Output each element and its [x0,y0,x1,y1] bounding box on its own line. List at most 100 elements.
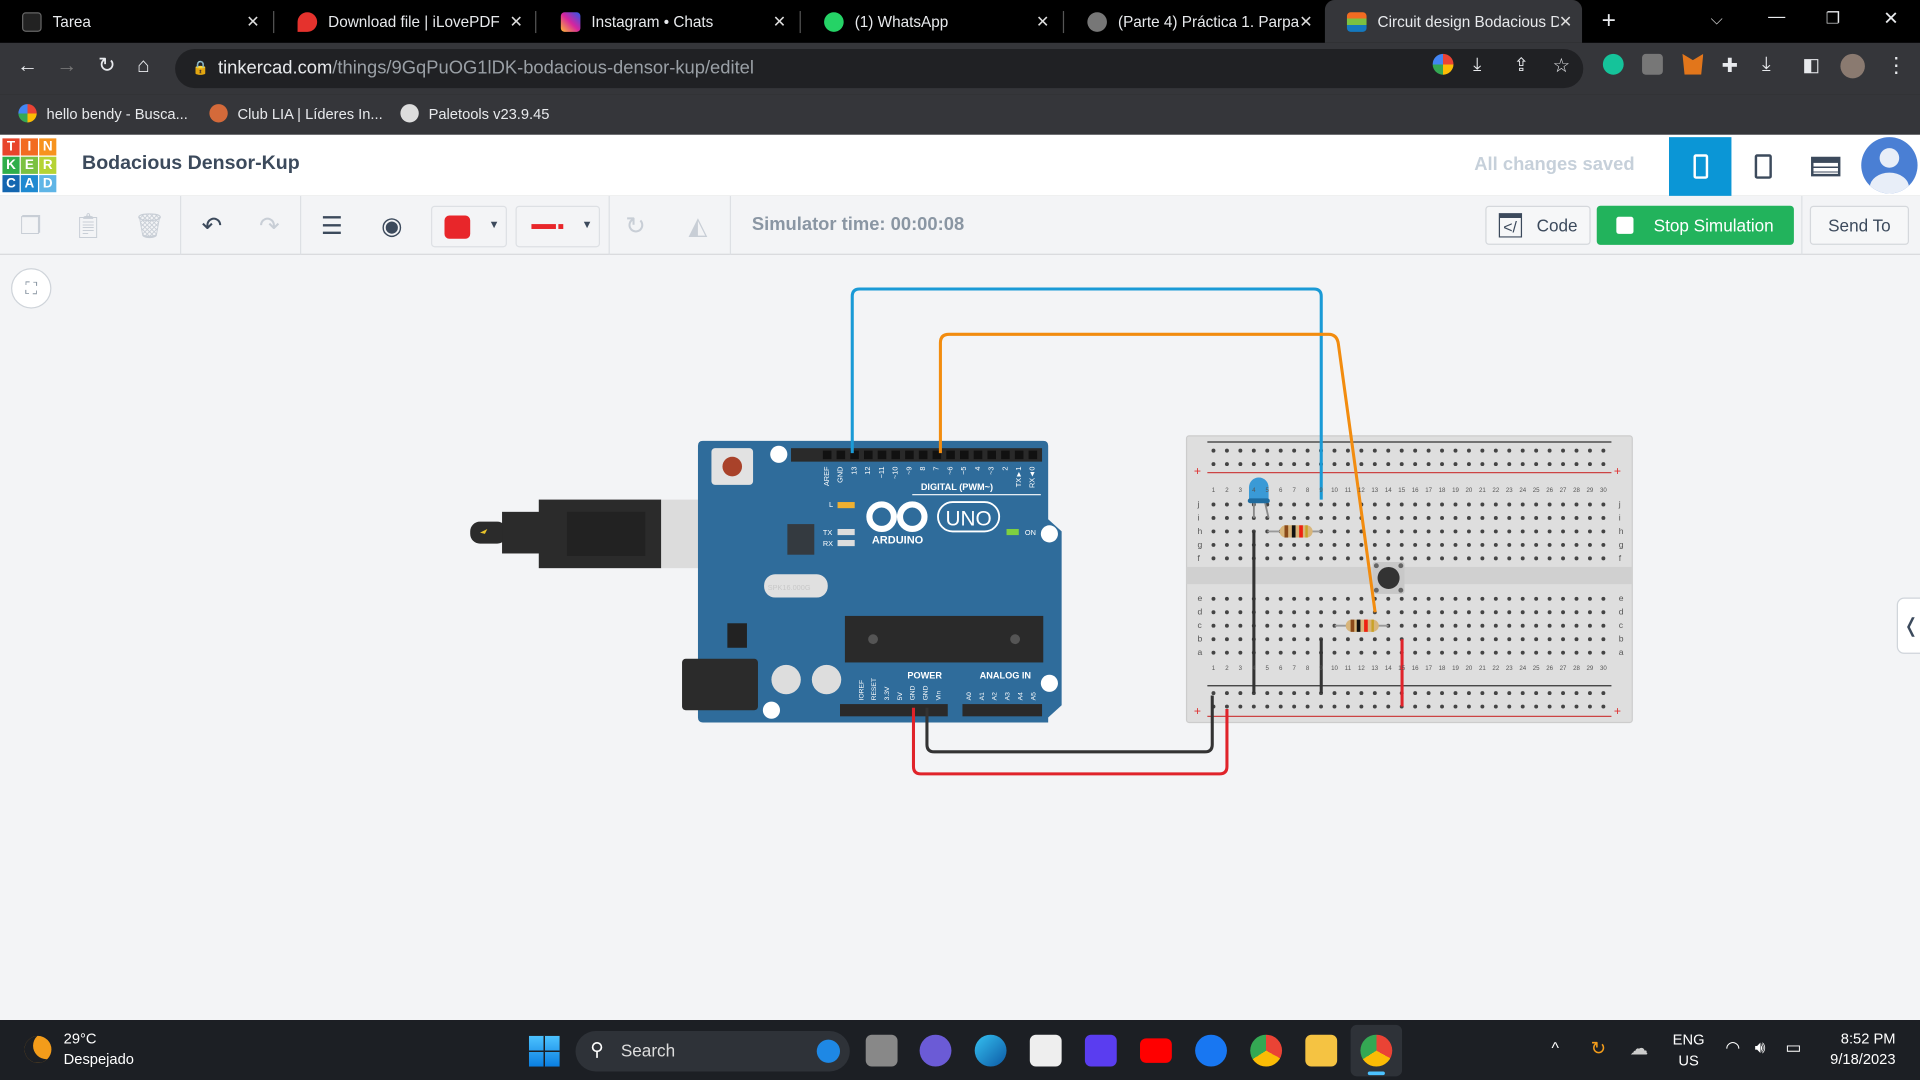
breadboard-hole[interactable] [1413,610,1418,615]
breadboard-hole[interactable] [1466,596,1471,601]
breadboard-hole[interactable] [1224,462,1229,467]
header-pin[interactable] [932,450,942,460]
breadboard-hole[interactable] [1480,610,1485,615]
breadboard-hole[interactable] [1587,691,1592,696]
breadboard-hole[interactable] [1413,516,1418,520]
breadboard-hole[interactable] [1292,542,1297,547]
breadboard-hole[interactable] [1507,623,1512,628]
breadboard-hole[interactable] [1305,650,1310,655]
breadboard-hole[interactable] [1211,637,1216,642]
breadboard-hole[interactable] [1372,529,1377,534]
breadboard-hole[interactable] [1493,502,1498,507]
bookmark-paletools[interactable]: Paletools v23.9.45 [400,104,549,123]
breadboard-hole[interactable] [1440,529,1445,534]
breadboard-hole[interactable] [1345,462,1350,467]
breadboard-hole[interactable] [1332,704,1337,709]
header-pin[interactable] [905,450,914,460]
breadboard-hole[interactable] [1561,502,1566,507]
breadboard-hole[interactable] [1561,542,1566,547]
breadboard-hole[interactable] [1345,610,1350,615]
breadboard-hole[interactable] [1426,637,1431,642]
breadboard-hole[interactable] [1211,596,1216,601]
breadboard-hole[interactable] [1493,610,1498,615]
breadboard-hole[interactable] [1278,542,1283,547]
breadboard-hole[interactable] [1224,556,1229,561]
back-icon[interactable]: ← [17,53,38,78]
breadboard-hole[interactable] [1359,691,1364,696]
file-explorer-icon[interactable] [1305,1034,1338,1067]
breadboard-hole[interactable] [1345,691,1350,696]
breadboard-hole[interactable] [1466,637,1471,642]
rotate-icon[interactable]: ↻ [625,212,646,240]
breadboard-hole[interactable] [1466,502,1471,507]
breadboard-hole[interactable] [1426,542,1431,547]
breadboard-hole[interactable] [1345,637,1350,642]
breadboard-hole[interactable] [1547,556,1552,561]
breadboard-hole[interactable] [1440,556,1445,561]
breadboard-hole[interactable] [1305,542,1310,547]
breadboard-hole[interactable] [1332,650,1337,655]
pushbutton[interactable] [1372,562,1405,594]
breadboard-hole[interactable] [1292,556,1297,561]
breadboard-hole[interactable] [1372,502,1377,507]
breadboard-hole[interactable] [1278,516,1283,520]
breadboard-hole[interactable] [1386,462,1391,467]
breadboard-hole[interactable] [1574,448,1579,453]
resistor-2[interactable] [1334,619,1389,632]
breadboard-hole[interactable] [1211,610,1216,615]
breadboard-hole[interactable] [1466,448,1471,453]
breadboard-hole[interactable] [1278,637,1283,642]
breadboard-hole[interactable] [1399,596,1404,601]
breadboard-hole[interactable] [1534,637,1539,642]
component-list-button[interactable] [1794,137,1856,196]
breadboard-hole[interactable] [1534,542,1539,547]
breadboard-hole[interactable] [1224,448,1229,453]
breadboard-hole[interactable] [1561,462,1566,467]
breadboard-hole[interactable] [1292,691,1297,696]
breadboard-hole[interactable] [1440,542,1445,547]
breadboard-hole[interactable] [1332,448,1337,453]
breadboard-hole[interactable] [1345,650,1350,655]
expand-panel-chevron-icon[interactable]: ❬ [1896,597,1920,654]
breadboard-hole[interactable] [1238,448,1243,453]
breadboard-hole[interactable] [1440,704,1445,709]
breadboard-hole[interactable] [1386,650,1391,655]
breadboard-hole[interactable] [1238,542,1243,547]
breadboard-hole[interactable] [1520,502,1525,507]
breadboard-hole[interactable] [1493,596,1498,601]
header-pin[interactable] [1028,450,1038,460]
grammarly-icon[interactable] [1602,53,1624,75]
breadboard-hole[interactable] [1319,610,1323,615]
breadboard-hole[interactable] [1520,529,1525,534]
breadboard-hole[interactable] [1211,556,1216,561]
edge-icon[interactable] [974,1034,1007,1067]
breadboard-hole[interactable] [1574,704,1579,709]
breadboard-hole[interactable] [1601,462,1606,467]
breadboard-hole[interactable] [1359,704,1364,709]
breadboard-hole[interactable] [1440,650,1445,655]
header-pin[interactable] [877,450,887,460]
breadboard-hole[interactable] [1386,637,1391,642]
breadboard-hole[interactable] [1399,448,1404,453]
user-avatar[interactable] [1861,137,1918,194]
notes-icon[interactable]: ☰ [320,212,343,240]
breadboard-hole[interactable] [1547,650,1552,655]
breadboard-hole[interactable] [1265,556,1270,561]
breadboard-hole[interactable] [1265,637,1270,642]
breadboard-hole[interactable] [1305,448,1310,453]
breadboard-hole[interactable] [1278,502,1283,507]
breadboard-hole[interactable] [1413,637,1418,642]
breadboard-hole[interactable] [1359,556,1364,561]
breadboard-hole[interactable] [1265,462,1270,467]
breadboard-hole[interactable] [1507,542,1512,547]
breadboard-hole[interactable] [1372,691,1377,696]
design-title[interactable]: Bodacious Densor-Kup [82,153,300,174]
copy-icon[interactable]: ❐ [19,212,42,240]
breadboard-hole[interactable] [1238,556,1243,561]
breadboard-hole[interactable] [1238,650,1243,655]
header-pin[interactable] [864,450,873,460]
breadboard-hole[interactable] [1319,502,1323,507]
breadboard-hole[interactable] [1480,556,1485,561]
